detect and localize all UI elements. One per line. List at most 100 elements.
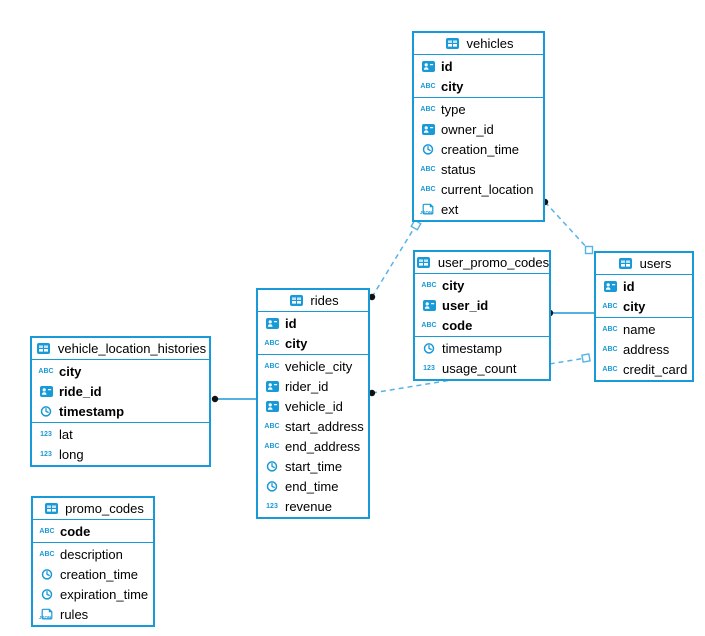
column-label: address (623, 341, 670, 357)
abc-text-icon: ABC (420, 185, 436, 193)
column-row[interactable]: JSON rules (33, 604, 153, 624)
person-badge-icon (420, 299, 438, 311)
abc-text-icon: ABC (264, 422, 280, 430)
column-row[interactable]: expiration_time (33, 584, 153, 604)
json-icon-label: JSON (420, 209, 433, 215)
column-label: user_id (442, 297, 489, 313)
relation-user_promo_codes-users (546, 309, 594, 317)
table-header[interactable]: rides (258, 290, 368, 312)
column-label: description (60, 546, 123, 562)
abc-text-icon: ABC (264, 442, 280, 450)
column-label: city (442, 277, 465, 293)
column-label: code (442, 317, 473, 333)
column-label: ride_id (59, 383, 102, 399)
table-header[interactable]: vehicle_location_histories (32, 338, 209, 360)
column-row[interactable]: timestamp (415, 338, 549, 358)
table-header[interactable]: promo_codes (33, 498, 153, 520)
column-row[interactable]: ABC credit_card (596, 359, 692, 379)
person-badge-icon (263, 400, 281, 412)
column-label: vehicle_city (285, 358, 353, 374)
number-123-icon: 123 (40, 430, 52, 438)
table-icon (444, 38, 462, 49)
json-icon: JSON (38, 608, 56, 620)
column-row[interactable]: rider_id (258, 376, 368, 396)
column-label: rules (60, 606, 89, 622)
many-side-dot (211, 395, 219, 403)
table-title: vehicle_location_histories (57, 341, 207, 356)
relation-vehicles-users (541, 198, 594, 255)
column-row[interactable]: ride_id (32, 381, 209, 401)
table-icon (415, 257, 433, 268)
column-row[interactable]: timestamp (32, 401, 209, 421)
column-row[interactable]: owner_id (414, 119, 543, 139)
column-label: rider_id (285, 378, 329, 394)
column-row[interactable]: end_time (258, 476, 368, 496)
column-label: start_address (285, 418, 364, 434)
column-label: end_time (285, 478, 339, 494)
column-label: ext (441, 201, 459, 217)
column-label: city (59, 363, 82, 379)
person-badge-icon (419, 60, 437, 72)
column-label: city (623, 298, 646, 314)
table-header[interactable]: users (596, 253, 692, 275)
column-row[interactable]: id (596, 276, 692, 296)
column-label: creation_time (60, 566, 139, 582)
table-header[interactable]: user_promo_codes (415, 252, 549, 274)
column-row[interactable]: id (258, 313, 368, 333)
column-row[interactable]: start_time (258, 456, 368, 476)
column-label: credit_card (623, 361, 688, 377)
number-123-icon: 123 (40, 450, 52, 458)
column-label: id (623, 278, 635, 294)
clock-icon (419, 143, 437, 155)
column-row[interactable]: user_id (415, 295, 549, 315)
column-row[interactable]: creation_time (414, 139, 543, 159)
column-row[interactable]: vehicle_id (258, 396, 368, 416)
abc-text-icon: ABC (39, 527, 55, 535)
one-side-marker (581, 353, 591, 363)
column-row[interactable]: creation_time (33, 564, 153, 584)
table-title: vehicles (466, 36, 514, 51)
column-row[interactable]: ABC start_address (258, 416, 368, 436)
abc-text-icon: ABC (602, 365, 618, 373)
table-header[interactable]: vehicles (414, 33, 543, 55)
column-row[interactable]: id (414, 56, 543, 76)
table-icon (35, 343, 53, 354)
person-badge-icon (601, 280, 619, 292)
abc-text-icon: ABC (420, 105, 436, 113)
column-row[interactable]: JSON ext (414, 199, 543, 219)
